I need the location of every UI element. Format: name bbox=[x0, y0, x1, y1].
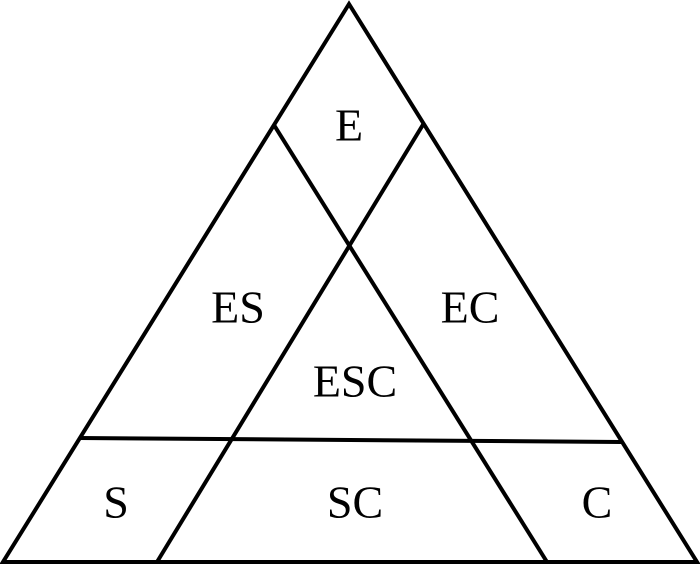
region-label-es: ES bbox=[211, 282, 265, 333]
region-label-e: E bbox=[335, 100, 363, 151]
divider-line-left-descending bbox=[272, 123, 549, 564]
divider-line-right-descending bbox=[155, 121, 426, 564]
region-label-c: C bbox=[582, 477, 613, 528]
region-label-sc: SC bbox=[327, 477, 383, 528]
region-label-s: S bbox=[103, 477, 129, 528]
region-label-esc: ESC bbox=[313, 356, 397, 407]
divider-line-horizontal bbox=[78, 436, 622, 444]
region-label-ec: EC bbox=[441, 282, 500, 333]
